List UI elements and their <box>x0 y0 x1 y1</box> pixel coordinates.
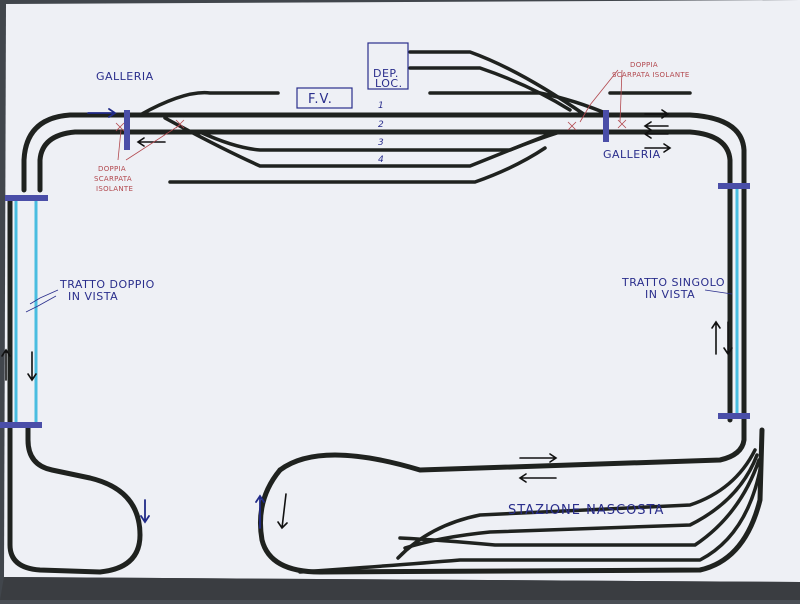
hidden-station-tracks <box>298 448 763 574</box>
insulation-left-line2: SCARPATA <box>94 175 132 183</box>
single-visible-label-line2: IN VISTA <box>645 288 695 301</box>
arrow-down-icon <box>277 493 288 530</box>
arrow-up-icon <box>1 348 11 381</box>
visible-section-markers <box>0 110 750 428</box>
depot-label-line1: DEP. <box>373 67 399 80</box>
track-number-4: 4 <box>378 155 384 165</box>
track-number-3: 3 <box>378 138 384 148</box>
depot-box <box>367 42 409 90</box>
arrow-right-icon <box>644 143 672 153</box>
galleria-left-label: GALLERIA <box>96 70 154 83</box>
galleria-right-label: GALLERIA <box>603 148 661 161</box>
direction-arrows <box>1 108 733 530</box>
insulation-left-line3: ISOLANTE <box>96 185 133 193</box>
insulation-left-line1: DOPPIA <box>98 165 126 173</box>
track-number-2: 2 <box>378 120 384 130</box>
hidden-station-label: STAZIONE NASCOSTA <box>508 503 664 518</box>
table-edge <box>0 577 800 600</box>
double-visible-label-line2: IN VISTA <box>68 290 118 303</box>
arrow-left-icon <box>643 121 669 131</box>
arrow-down-icon <box>723 321 733 356</box>
station-tracks <box>138 50 692 184</box>
arrow-right-icon <box>87 108 117 118</box>
double-visible-label-line1: TRATTO DOPPIO <box>59 278 155 291</box>
single-visible-label-line1: TRATTO SINGOLO <box>621 276 725 289</box>
arrow-left-icon <box>136 137 166 147</box>
track-number-1: 1 <box>378 101 384 111</box>
depot-label-line2: LOC. <box>375 77 403 90</box>
paper-sheet <box>4 0 800 582</box>
arrow-right-icon <box>519 453 558 463</box>
arrow-down-icon <box>140 499 150 524</box>
outer-loop-track <box>7 112 765 575</box>
arrow-down-icon <box>27 351 37 382</box>
insulation-right-line2: SCARPATA ISOLANTE <box>612 71 690 79</box>
arrow-right-icon <box>644 109 670 119</box>
insulation-right-line1: DOPPIA <box>630 61 658 69</box>
arrow-left-icon <box>518 473 557 483</box>
fv-box <box>296 87 353 109</box>
arrow-up-icon <box>711 320 721 355</box>
fv-label: F.V. <box>308 92 333 107</box>
arrow-left-icon <box>643 129 669 139</box>
insulation-marks <box>115 119 627 132</box>
arrow-up-icon <box>255 494 265 529</box>
